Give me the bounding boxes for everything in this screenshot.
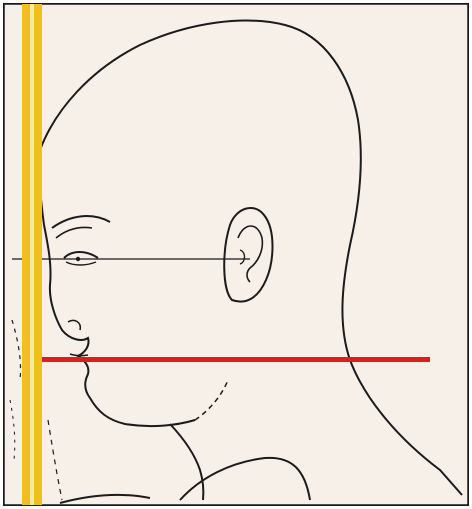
paper-fill bbox=[4, 4, 468, 505]
vertical-reference-highlight bbox=[30, 4, 34, 505]
horizontal-reference-line bbox=[42, 357, 430, 362]
